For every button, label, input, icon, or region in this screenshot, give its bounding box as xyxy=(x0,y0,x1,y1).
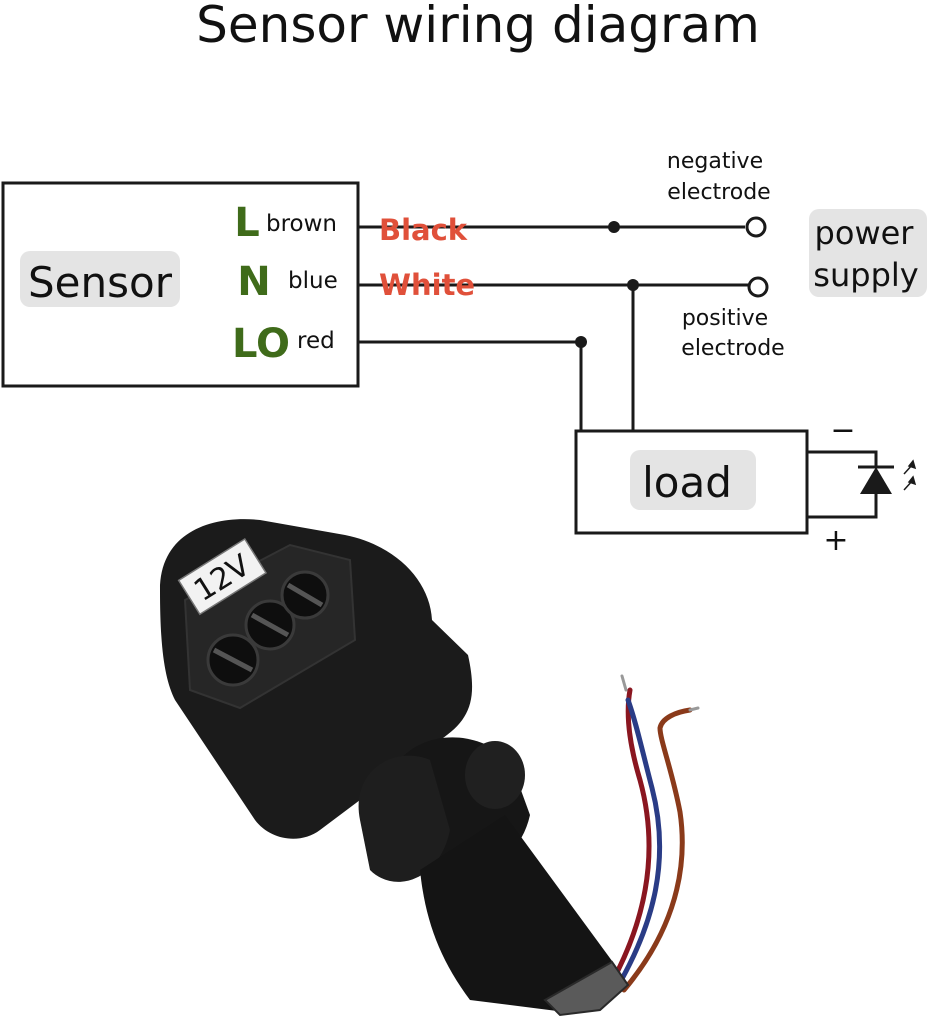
terminal-l: L xyxy=(234,200,260,246)
adjust-knobs xyxy=(206,570,330,687)
device-dome xyxy=(358,755,450,882)
junction-dot-lo xyxy=(575,336,587,348)
wire-load-lo xyxy=(358,340,583,431)
sensor-device-illustration: 12V xyxy=(160,519,700,1017)
device-cylinder xyxy=(420,815,616,1012)
power-supply-label-bg xyxy=(809,209,927,297)
led-diode-icon xyxy=(858,452,917,517)
load-label: load xyxy=(642,458,732,507)
power-supply-label-2: supply xyxy=(813,256,918,294)
junction-dot-positive xyxy=(627,279,639,291)
device-nut xyxy=(543,960,630,1017)
load-label-bg xyxy=(630,450,756,510)
device-wires xyxy=(609,674,700,993)
sensor-label-bg xyxy=(20,251,180,307)
wire-color-black: Black xyxy=(379,213,468,247)
wire-label-red: red xyxy=(297,328,335,354)
terminal-positive-icon xyxy=(747,276,769,298)
wire-label-blue: blue xyxy=(288,268,338,294)
led-minus-sign: − xyxy=(830,413,855,448)
junction-dot-negative xyxy=(608,221,620,233)
terminal-lo: LO xyxy=(232,321,290,367)
sensor-label: Sensor xyxy=(28,258,173,307)
wire-color-white: White xyxy=(379,268,475,302)
diagram-title: Sensor wiring diagram xyxy=(196,0,760,54)
wire-label-brown: brown xyxy=(266,211,337,237)
load-box xyxy=(574,429,809,535)
positive-label-2: electrode xyxy=(681,336,784,361)
power-supply-label-1: power xyxy=(815,214,915,252)
positive-label-1: positive xyxy=(682,306,768,331)
negative-label-2: electrode xyxy=(667,180,770,205)
led-plus-sign: + xyxy=(823,523,848,558)
terminal-negative-icon xyxy=(745,216,767,238)
negative-label-1: negative xyxy=(667,149,763,174)
terminal-n: N xyxy=(237,259,270,305)
